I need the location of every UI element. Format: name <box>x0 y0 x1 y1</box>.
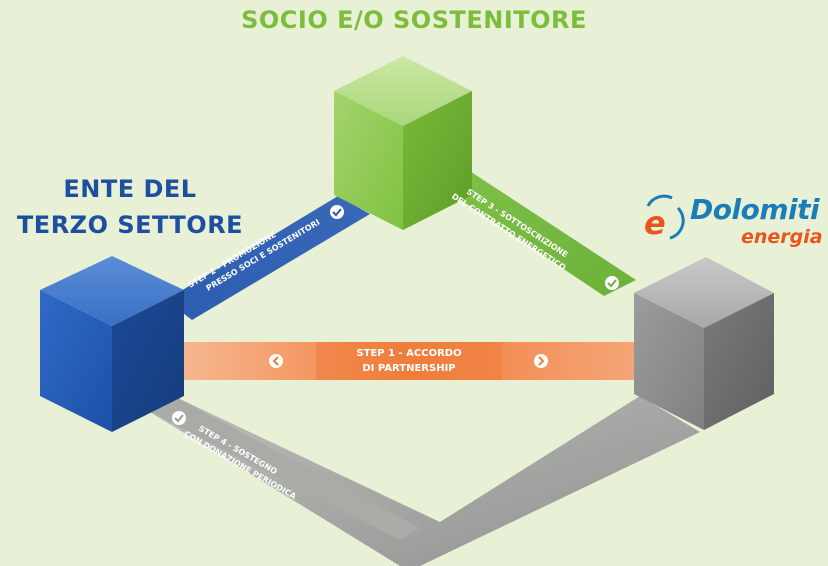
step3-label-line1: STEP 3 - SOTTOSCRIZIONE <box>465 187 570 259</box>
title-ente-line1: ENTE DEL <box>63 175 197 203</box>
title-socio: SOCIO E/O SOSTENITORE <box>241 6 587 34</box>
logo-word: Dolomiti <box>690 193 820 226</box>
chevron-left-icon <box>269 354 283 368</box>
check-icon <box>330 205 344 219</box>
title-ente: ENTE DEL TERZO SETTORE <box>0 171 260 243</box>
chevron-right-icon <box>534 354 548 368</box>
step1-band <box>176 342 646 380</box>
check-icon <box>172 411 186 425</box>
step1-label-line1: STEP 1 - ACCORDO <box>356 348 461 359</box>
step3-band <box>428 166 636 296</box>
green-cube <box>334 56 472 230</box>
blue-cube <box>40 256 184 432</box>
logo-mark-icon: e <box>644 194 685 242</box>
step4-band <box>150 396 700 566</box>
logo-sub: energia <box>741 226 823 248</box>
gray-cube <box>634 257 774 430</box>
title-ente-line2: TERZO SETTORE <box>16 211 244 239</box>
step2-band <box>166 196 370 320</box>
dolomiti-energia-logo: e Dolomiti energia <box>638 188 828 268</box>
check-icon <box>605 276 619 290</box>
logo-mark-letter: e <box>644 204 666 242</box>
step1-label-line2: DI PARTNERSHIP <box>362 363 455 374</box>
